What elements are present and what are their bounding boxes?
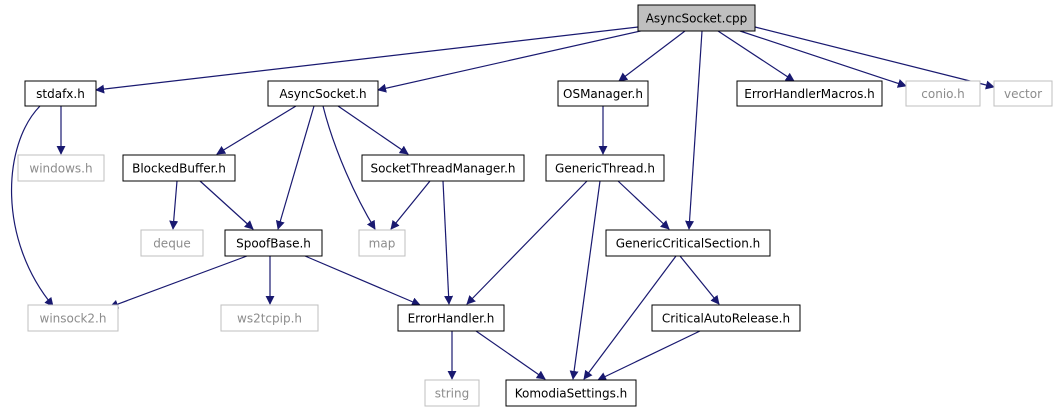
node-label: SpoofBase.h — [236, 237, 311, 251]
edge-asyncsocket-cpp-to-asyncsocket-h — [377, 29, 646, 93]
edge-errorhandler-h-to-komodiasettings-h — [475, 330, 546, 380]
edges — [11, 26, 995, 381]
node-label: GenericCriticalSection.h — [616, 237, 761, 251]
node-windows-h[interactable]: windows.h — [17, 154, 105, 182]
node-stdafx-h[interactable]: stdafx.h — [24, 80, 97, 107]
edge-asyncsocket-cpp-to-genericcriticalsection-h — [685, 30, 703, 230]
node-map[interactable]: map — [358, 229, 406, 257]
node-deque[interactable]: deque — [140, 229, 204, 257]
node-label: string — [435, 387, 469, 401]
node-errorhandlermacros-h[interactable]: ErrorHandlerMacros.h — [736, 80, 883, 107]
node-komodiasettings-h[interactable]: KomodiaSettings.h — [505, 379, 637, 407]
edge-asyncsocket-h-to-blockedbuffer-h — [216, 105, 297, 155]
node-label: AsyncSocket.h — [279, 87, 366, 101]
edge-stdafx-h-to-winsock2-h — [11, 105, 54, 307]
edge-genericthread-h-to-komodiasettings-h — [569, 180, 601, 380]
node-label: conio.h — [921, 87, 964, 101]
node-genericcriticalsection-h[interactable]: GenericCriticalSection.h — [605, 229, 771, 257]
node-asyncsocket-h[interactable]: AsyncSocket.h — [267, 80, 379, 107]
node-label: windows.h — [29, 162, 92, 176]
edge-criticalautorelease-h-to-komodiasettings-h — [597, 330, 701, 381]
node-label: BlockedBuffer.h — [132, 162, 226, 176]
node-label: GenericThread.h — [555, 162, 655, 176]
node-errorhandler-h[interactable]: ErrorHandler.h — [397, 304, 505, 332]
edge-spoofbase-h-to-winsock2-h — [109, 255, 248, 309]
node-conio-h[interactable]: conio.h — [905, 80, 981, 107]
node-spoofbase-h[interactable]: SpoofBase.h — [224, 229, 323, 257]
node-label: ErrorHandlerMacros.h — [744, 87, 875, 101]
edge-asyncsocket-cpp-to-vector — [754, 26, 995, 90]
node-socketthreadmanager-h[interactable]: SocketThreadManager.h — [361, 154, 525, 182]
node-blockedbuffer-h[interactable]: BlockedBuffer.h — [122, 154, 236, 182]
edge-genericcriticalsection-h-to-komodiasettings-h — [583, 255, 677, 380]
node-winsock2-h[interactable]: winsock2.h — [27, 304, 119, 332]
node-ws2tcpip-h[interactable]: ws2tcpip.h — [220, 304, 319, 332]
node-label: winsock2.h — [40, 312, 107, 326]
node-label: KomodiaSettings.h — [515, 387, 628, 401]
edge-asyncsocket-h-to-socketthreadmanager-h — [337, 105, 409, 155]
node-label: SocketThreadManager.h — [370, 162, 515, 176]
node-label: stdafx.h — [36, 87, 85, 101]
node-label: deque — [153, 237, 191, 251]
edge-asyncsocket-cpp-to-conio-h — [739, 30, 907, 88]
node-label: AsyncSocket.cpp — [646, 12, 748, 26]
edge-asyncsocket-h-to-map — [322, 105, 376, 230]
node-label: ws2tcpip.h — [237, 312, 302, 326]
node-osmanager-h[interactable]: OSManager.h — [557, 80, 649, 107]
node-criticalautorelease-h[interactable]: CriticalAutoRelease.h — [651, 304, 801, 332]
edge-socketthreadmanager-h-to-errorhandler-h — [442, 180, 454, 305]
edge-socketthreadmanager-h-to-map — [390, 180, 431, 230]
node-genericthread-h[interactable]: GenericThread.h — [545, 154, 665, 182]
edge-genericthread-h-to-genericcriticalsection-h — [617, 180, 670, 230]
edge-blockedbuffer-h-to-spoofbase-h — [199, 180, 254, 230]
edge-asyncsocket-cpp-to-osmanager-h — [618, 30, 686, 82]
node-label: OSManager.h — [563, 87, 643, 101]
node-vector[interactable]: vector — [993, 80, 1053, 107]
edge-genericthread-h-to-errorhandler-h — [466, 180, 588, 305]
edge-genericcriticalsection-h-to-criticalautorelease-h — [679, 255, 720, 305]
node-label: map — [369, 237, 396, 251]
nodes: AsyncSocket.cpp stdafx.h AsyncSocket.h O… — [17, 4, 1053, 407]
node-asyncsocket-cpp[interactable]: AsyncSocket.cpp — [637, 4, 756, 32]
node-label: CriticalAutoRelease.h — [662, 312, 790, 326]
node-label: ErrorHandler.h — [408, 312, 495, 326]
node-label: vector — [1004, 87, 1042, 101]
edge-blockedbuffer-h-to-deque — [169, 180, 179, 230]
edge-asyncsocket-h-to-spoofbase-h — [275, 105, 315, 230]
edge-asyncsocket-cpp-to-errorhandlermacros-h — [717, 30, 795, 82]
edge-asyncsocket-cpp-to-stdafx-h — [95, 26, 639, 94]
node-string[interactable]: string — [424, 379, 480, 407]
edge-spoofbase-h-to-errorhandler-h — [304, 255, 421, 306]
